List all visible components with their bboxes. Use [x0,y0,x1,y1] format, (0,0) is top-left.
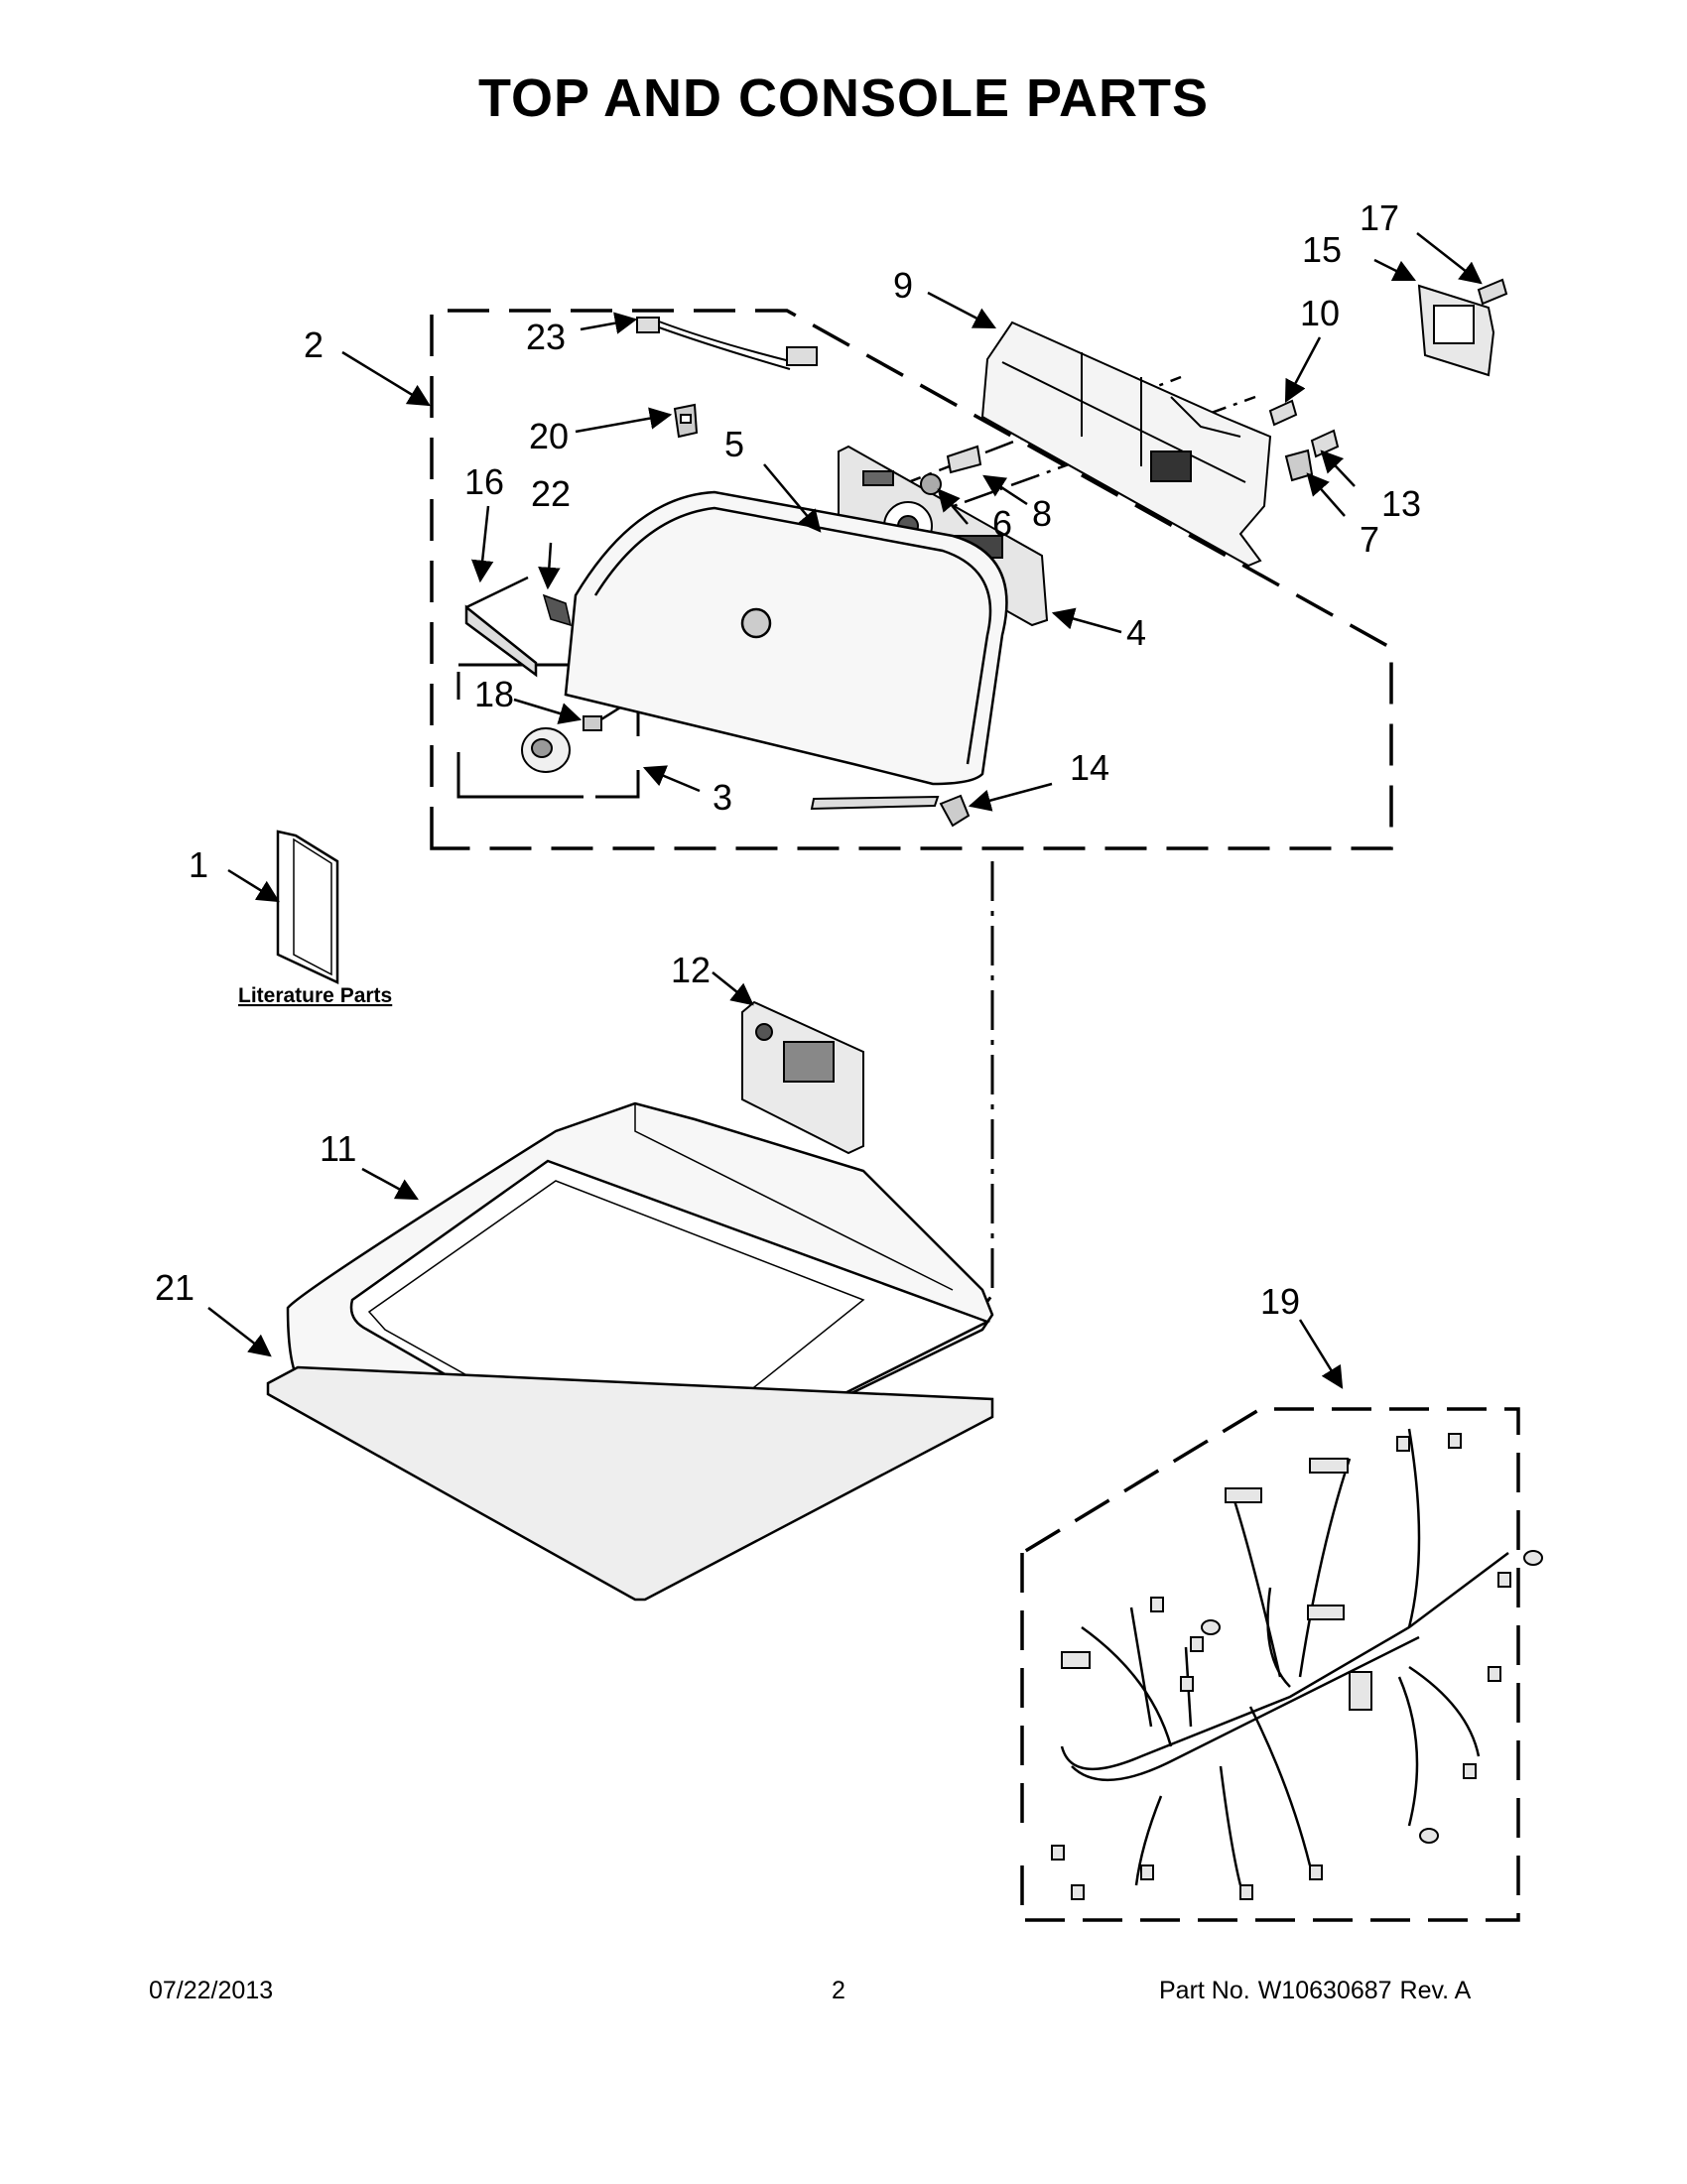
callout-arrows [207,232,1483,1389]
literature-parts-label: Literature Parts [238,984,392,1007]
item-3-console-icon [564,490,1008,786]
footer-part-number: Part No. W10630687 Rev. A [1159,1977,1479,2005]
callout-8: 8 [1032,493,1052,534]
console-group-outline [430,309,1393,850]
harness-group-outline [1020,1407,1520,1922]
callout-20: 20 [529,416,569,456]
item-1-literature-icon [276,830,339,984]
item-6-encoder-icon [920,473,942,495]
screw-icons [946,278,1508,474]
callout-18: 18 [474,674,514,714]
callout-7: 7 [1360,519,1379,560]
callout-12: 12 [671,950,711,990]
item-18-knob-icon [521,715,602,773]
item-14-clip-icon [939,794,971,828]
revision-label: Rev. A [1399,1977,1472,2004]
callout-9: 9 [893,265,913,306]
knob-group-bracket [456,663,640,799]
part-number-value: W10630687 [1257,1977,1392,2004]
item-12-module-icon [741,1000,864,1155]
callout-10: 10 [1300,293,1340,333]
callout-3: 3 [713,777,732,818]
callout-16: 16 [464,461,504,502]
callout-23: 23 [526,317,566,357]
item-9-rear-panel-icon [980,321,1272,568]
callout-13: 13 [1381,483,1421,524]
callout-2: 2 [304,324,324,365]
callout-4: 4 [1126,612,1146,653]
callout-15: 15 [1302,229,1342,270]
console-bottom-strip [810,795,940,811]
callout-22: 22 [531,473,571,514]
item-21-pad-icon [266,1365,994,1602]
callout-1: 1 [189,844,208,885]
page-title: TOP AND CONSOLE PARTS [477,68,1210,128]
connection-line [980,861,994,1309]
harness-connectors [1051,1433,1543,1900]
part-number-label: Part No. [1159,1977,1250,2004]
item-16-trim-strip-icon [464,576,538,678]
item-19-main-harness-icon [1060,1428,1509,1886]
footer-date: 07/22/2013 [149,1977,274,2004]
callout-21: 21 [155,1267,195,1308]
item-20-clip-icon [673,403,699,439]
item-23-harness-icon [636,317,818,370]
callout-5: 5 [724,424,744,464]
callout-11: 11 [320,1128,356,1169]
item-22-badge-icon [542,593,573,627]
item-15-bracket-icon [1417,284,1495,377]
callout-6: 6 [992,503,1012,544]
footer-page-number: 2 [832,1977,845,2004]
callout-17: 17 [1360,197,1399,238]
callout-14: 14 [1070,747,1109,788]
callout-19: 19 [1260,1281,1300,1322]
